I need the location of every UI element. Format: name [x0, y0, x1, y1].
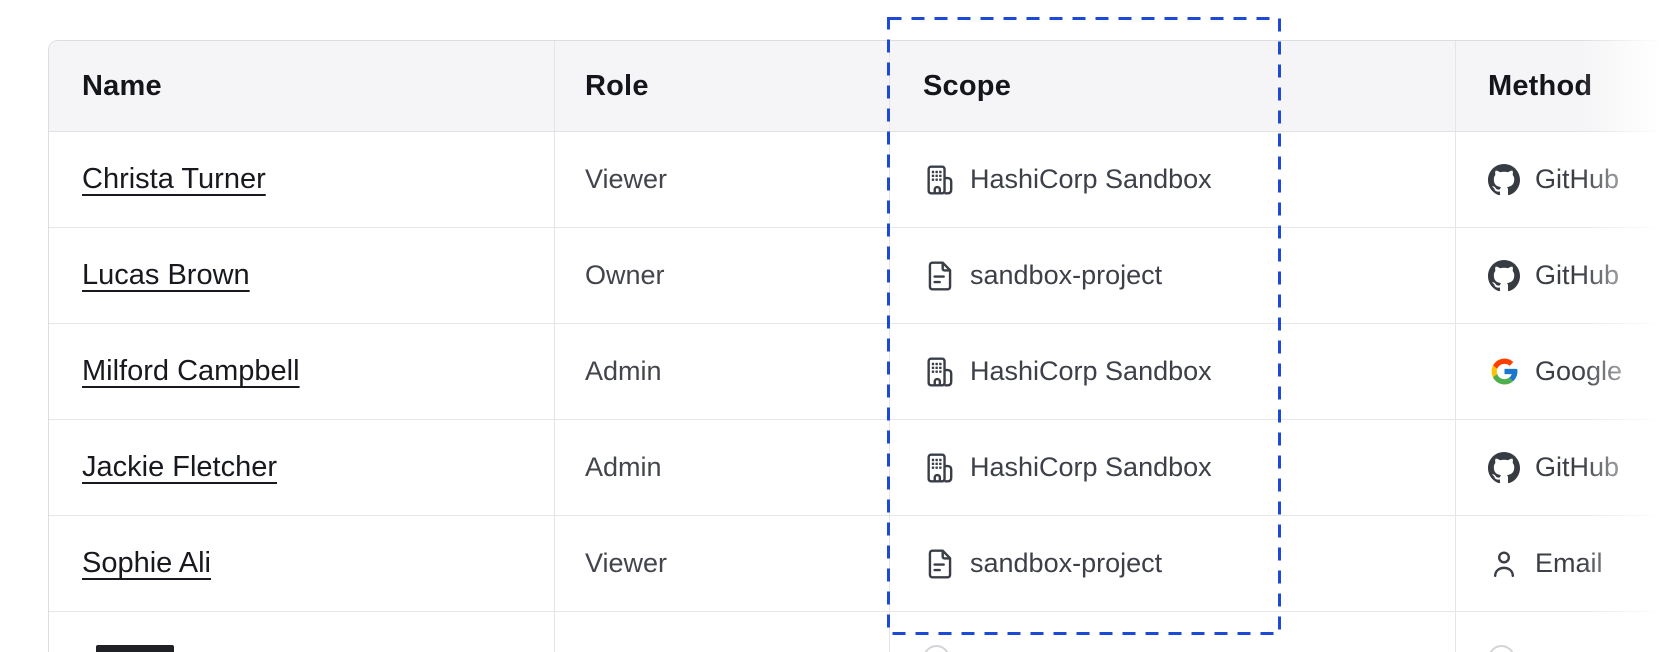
name-cell: Christa Turner — [49, 132, 555, 227]
method-label: Google — [1535, 356, 1623, 386]
column-header-name: Name — [49, 41, 555, 131]
name-cell: Jackie Fletcher — [49, 420, 555, 515]
name-cell: Milford Campbell — [49, 324, 555, 419]
role-cell: Admin — [555, 324, 890, 419]
method-cell: GitHub — [1456, 420, 1672, 515]
method-label: Email — [1535, 548, 1603, 578]
column-header-label: Method — [1488, 69, 1593, 102]
table-row: Jackie Fletcher Admin HashiCorp Sandbox … — [49, 420, 1672, 516]
building-icon — [923, 163, 957, 197]
column-header-scope: Scope — [890, 41, 1456, 131]
scope-label: HashiCorp Sandbox — [970, 356, 1212, 386]
method-label: GitHub — [1535, 260, 1620, 290]
member-name-link[interactable]: Milford Campbell — [82, 355, 300, 387]
name-cell: Lucas Brown — [49, 228, 555, 323]
member-name-link[interactable]: Christa Turner — [82, 163, 266, 195]
file-icon — [923, 547, 957, 581]
scope-cell: sandbox-project — [890, 516, 1456, 611]
github-icon — [1488, 163, 1520, 196]
member-role: Owner — [585, 260, 665, 290]
table-row: Lucas Brown Owner sandbox-project GitHub — [49, 228, 1672, 324]
scope-label: HashiCorp Sandbox — [970, 452, 1212, 482]
email-icon — [1488, 548, 1520, 580]
member-name-link[interactable]: Lucas Brown — [82, 259, 250, 291]
partial-scope-icon — [923, 645, 950, 652]
column-header-label: Scope — [923, 69, 1012, 102]
method-cell — [1456, 612, 1672, 652]
scope-label: sandbox-project — [970, 260, 1163, 290]
github-icon — [1488, 259, 1520, 292]
table-header-row: Name Role Scope Method — [49, 41, 1672, 132]
building-icon — [923, 451, 957, 485]
file-icon — [923, 259, 957, 293]
method-cell: Email — [1456, 516, 1672, 611]
name-cell: Sophie Ali — [49, 516, 555, 611]
role-cell: Owner — [555, 228, 890, 323]
method-cell: Google — [1456, 324, 1672, 419]
member-role: Viewer — [585, 548, 668, 578]
partial-method-icon — [1488, 645, 1515, 652]
scope-cell — [890, 612, 1456, 652]
scope-label: sandbox-project — [970, 548, 1163, 578]
member-name-link[interactable]: Jackie Fletcher — [82, 451, 278, 483]
github-icon — [1488, 451, 1520, 484]
table-body: Christa Turner Viewer HashiCorp Sandbox … — [49, 132, 1672, 652]
column-header-role: Role — [555, 41, 890, 131]
table-row-partial — [49, 612, 1672, 652]
table-row: Christa Turner Viewer HashiCorp Sandbox … — [49, 132, 1672, 228]
method-cell: GitHub — [1456, 228, 1672, 323]
scope-cell: HashiCorp Sandbox — [890, 420, 1456, 515]
member-name-link[interactable]: Sophie Ali — [82, 547, 211, 579]
role-cell: Viewer — [555, 132, 890, 227]
scope-cell: HashiCorp Sandbox — [890, 132, 1456, 227]
building-icon — [923, 355, 957, 389]
member-role: Admin — [585, 356, 662, 386]
table-row: Sophie Ali Viewer sandbox-project Email — [49, 516, 1672, 612]
scope-label: HashiCorp Sandbox — [970, 164, 1212, 194]
column-header-label: Role — [585, 69, 649, 102]
scope-cell: HashiCorp Sandbox — [890, 324, 1456, 419]
role-cell — [555, 612, 890, 652]
google-icon — [1488, 356, 1520, 388]
members-table: Name Role Scope Method Christa Turner Vi… — [48, 40, 1672, 652]
method-label: GitHub — [1535, 452, 1620, 482]
method-label: GitHub — [1535, 164, 1620, 194]
method-cell: GitHub — [1456, 132, 1672, 227]
table-row: Milford Campbell Admin HashiCorp Sandbox… — [49, 324, 1672, 420]
scope-cell: sandbox-project — [890, 228, 1456, 323]
name-cell — [49, 612, 555, 652]
column-header-method: Method — [1456, 41, 1672, 131]
column-header-label: Name — [82, 69, 162, 102]
partial-name-text — [96, 645, 174, 652]
role-cell: Viewer — [555, 516, 890, 611]
member-role: Viewer — [585, 164, 668, 194]
role-cell: Admin — [555, 420, 890, 515]
member-role: Admin — [585, 452, 662, 482]
